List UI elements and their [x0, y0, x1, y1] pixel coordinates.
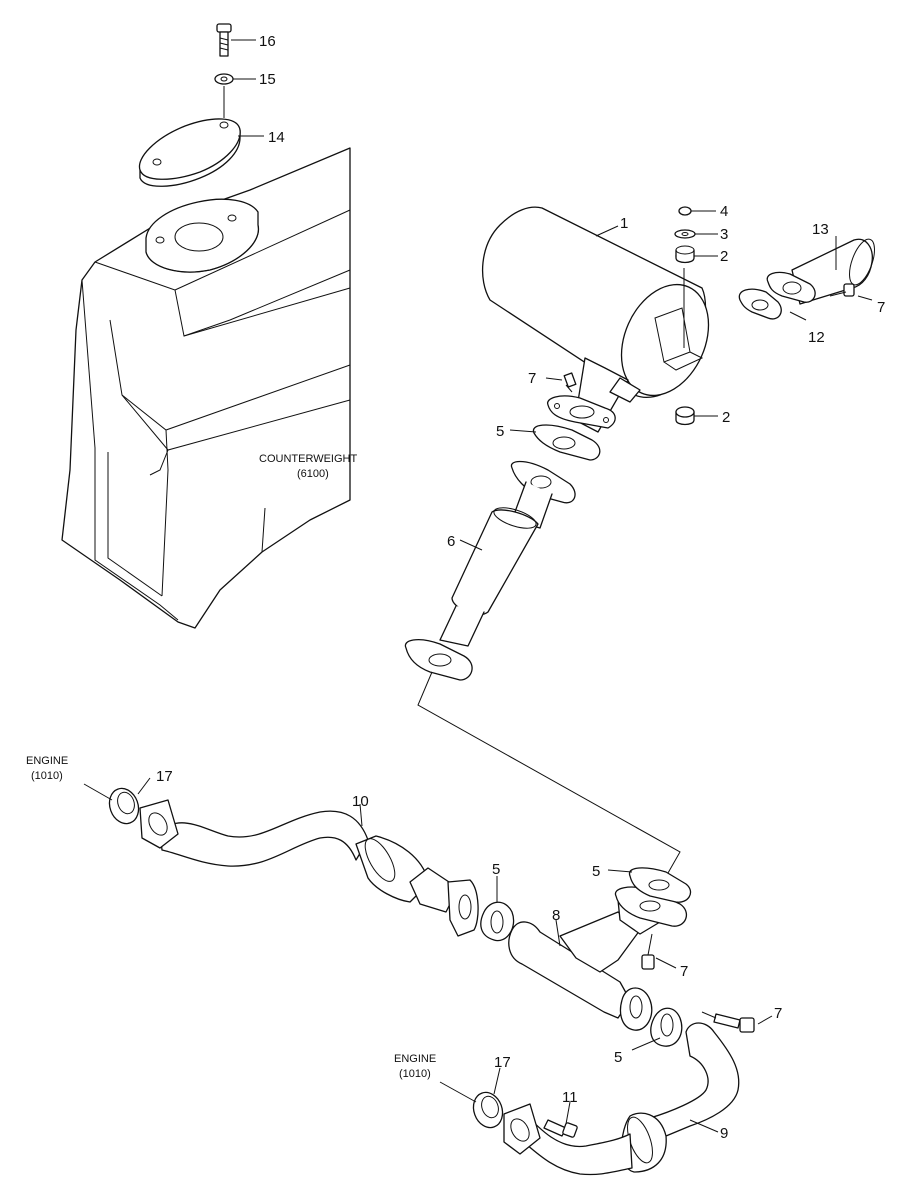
middle-pipe-silencer [404, 460, 576, 681]
callout-17-lower: 17 [494, 1054, 511, 1071]
callout-labels: 16 15 14 4 3 2 1 13 7 12 7 2 5 6 10 17 5… [26, 33, 885, 1142]
engine-label-lower: ENGINE [394, 1053, 436, 1065]
callout-7-ypipe: 7 [680, 963, 688, 980]
bolt-11 [543, 1119, 578, 1138]
bolt-7-ypipe [641, 933, 655, 970]
assembly-line [417, 671, 681, 881]
callout-6: 6 [447, 533, 455, 550]
callout-16: 16 [259, 33, 276, 50]
muffler-outlet-flange [547, 395, 616, 429]
callout-11: 11 [562, 1089, 578, 1106]
callout-17-upper: 17 [156, 768, 173, 785]
callout-5-upper: 5 [496, 423, 504, 440]
callout-5-mid: 5 [492, 861, 500, 878]
nut-4 [678, 206, 692, 216]
callout-2-bottom: 2 [722, 409, 730, 426]
engine-label-upper: ENGINE [26, 755, 68, 767]
counterweight-ref: (6100) [297, 468, 329, 480]
counterweight [61, 147, 351, 629]
callout-14: 14 [268, 129, 285, 146]
counterweight-label: COUNTERWEIGHT [259, 453, 357, 465]
cover-plate [138, 118, 241, 187]
bolt-7-tailpipe [829, 283, 855, 297]
callout-7-right: 7 [774, 1005, 782, 1022]
callout-12: 12 [808, 329, 825, 346]
tail-pipe-13 [766, 238, 875, 305]
gasket-17-lower [472, 1091, 504, 1129]
callout-7-tailpipe: 7 [877, 299, 885, 316]
gasket-5-upper [532, 424, 601, 461]
rubber-mount-top [675, 245, 695, 264]
leader-lines [83, 39, 873, 1133]
callout-2-top: 2 [720, 248, 728, 265]
callout-4: 4 [720, 203, 728, 220]
callout-10: 10 [352, 793, 369, 810]
gasket-12 [738, 288, 782, 320]
callout-9: 9 [720, 1125, 728, 1142]
callout-7-muffler: 7 [528, 370, 536, 387]
washer-3 [674, 229, 696, 239]
gasket-5-mid [480, 901, 515, 942]
engine-pipe-9 [503, 1022, 740, 1176]
muffler [481, 206, 710, 433]
callout-3: 3 [720, 226, 728, 243]
bolt-7-muffler [563, 372, 577, 393]
callout-1: 1 [620, 215, 628, 232]
y-pipe-8 [508, 886, 688, 1031]
gasket-17-upper [108, 787, 140, 825]
callout-5-bracket: 5 [592, 863, 600, 880]
gasket-5-bracket [628, 867, 692, 903]
bolt-7-right [701, 1011, 755, 1033]
gasket-5-lower [650, 1007, 683, 1047]
callout-5-lower: 5 [614, 1049, 622, 1066]
rubber-mount-bottom [675, 406, 695, 426]
bolt-16 [216, 23, 232, 57]
engine-pipe-10 [139, 799, 479, 937]
engine-ref-lower: (1010) [399, 1068, 431, 1080]
callout-8: 8 [552, 907, 560, 924]
washer-15 [214, 73, 234, 85]
engine-ref-upper: (1010) [31, 770, 63, 782]
callout-13: 13 [812, 221, 829, 238]
callout-15: 15 [259, 71, 276, 88]
